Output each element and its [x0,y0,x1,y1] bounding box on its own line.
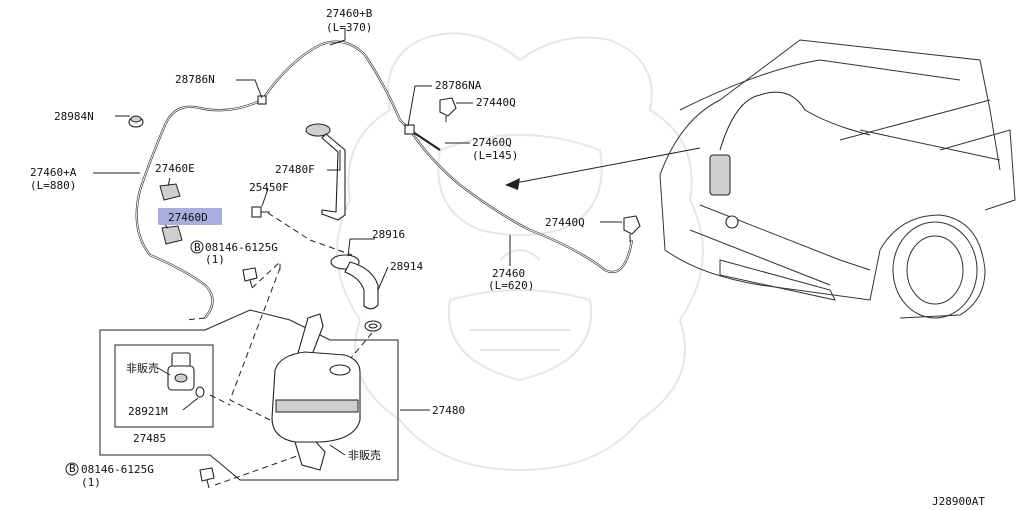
label-not-for-sale-1: 非販売 [126,362,159,375]
label-08146-bottom: 08146-6125G [81,463,154,476]
connector-28786n [257,95,267,105]
dash-bolt-to-tank [229,267,281,421]
label-27460q-length: (L=145) [472,149,518,162]
leader-27480f [327,150,341,171]
clip-27460d [161,225,183,245]
bolt-marker-top [190,240,204,254]
label-27460a-length: (L=880) [30,179,76,192]
label-28786n: 28786N [175,73,215,86]
leader-28786n [236,79,263,99]
label-28914: 28914 [390,260,423,273]
label-27460e: 27460E [155,162,195,175]
watermark-emblem [336,32,704,472]
dash-hose-end [184,317,206,321]
label-28921m: 28921M [128,405,168,418]
fastener-25450f [251,206,270,218]
car-illustration [659,39,1016,319]
label-27480f: 27480F [275,163,315,176]
leader-28914 [377,266,389,291]
bolt-marker-bottom-text: B [69,462,76,475]
label-27460: 27460 [492,267,525,280]
label-27460-length: (L=620) [488,279,534,292]
reservoir-tank-27480 [271,313,361,471]
label-27480: 27480 [432,404,465,417]
leader-not-for-sale-2 [329,444,346,456]
label-08146-bottom-qty: (1) [81,476,101,489]
label-27485: 27485 [133,432,166,445]
label-08146-top-qty: (1) [205,253,225,266]
leader-28786na [407,85,432,127]
label-not-for-sale-2: 非販売 [348,449,381,462]
label-08146-top: 08146-6125G [205,241,278,254]
label-28984n: 28984N [54,110,94,123]
clip-27460e [159,183,181,201]
label-27460a: 27460+A [30,166,77,179]
dash-bolt-top [251,260,281,289]
bolt-08146-top [242,267,258,288]
hose-27460-a [135,99,263,319]
leader-not-for-sale-1 [157,367,171,376]
connector-28786na [404,124,415,135]
pointer-arrow [505,147,701,190]
label-27460b: 27460+B [326,7,373,20]
diagram-code: J28900AT [932,495,985,508]
label-27460q: 27460Q [472,136,512,149]
highlight-27460d [158,208,222,225]
label-28916: 28916 [372,228,405,241]
label-28786na: 28786NA [435,79,482,92]
grommet-28984n [128,115,144,128]
leader-28921m [182,397,199,411]
dash-bolt-bottom [214,454,301,486]
bolt-marker-bottom [65,462,79,476]
seal-28914 [364,320,382,332]
leader-28916 [347,238,375,257]
leader-27460d [164,224,169,229]
leader-27460b [329,28,346,46]
group-box-27485 [114,344,214,428]
label-27440q-right: 27440Q [545,216,585,229]
nozzle-27440q-top [439,97,457,122]
pump-28921m [167,352,205,398]
group-box-27480 [99,309,399,481]
bolt-08146-bottom [199,467,215,489]
hose-27460-b [261,40,411,131]
leader-25450f [261,188,269,207]
hose-27460 [409,129,634,273]
nozzle-27440q-right [623,215,641,242]
label-27460b-length: (L=370) [326,21,372,34]
label-27460d: 27460D [168,211,208,224]
leader-27460e [167,177,171,187]
bolt-marker-top-text: B [194,241,201,254]
filler-tube-27480f [305,123,346,221]
label-27440q-top: 27440Q [476,96,516,109]
filler-neck-28916 [330,254,379,310]
label-25450f: 25450F [249,181,289,194]
